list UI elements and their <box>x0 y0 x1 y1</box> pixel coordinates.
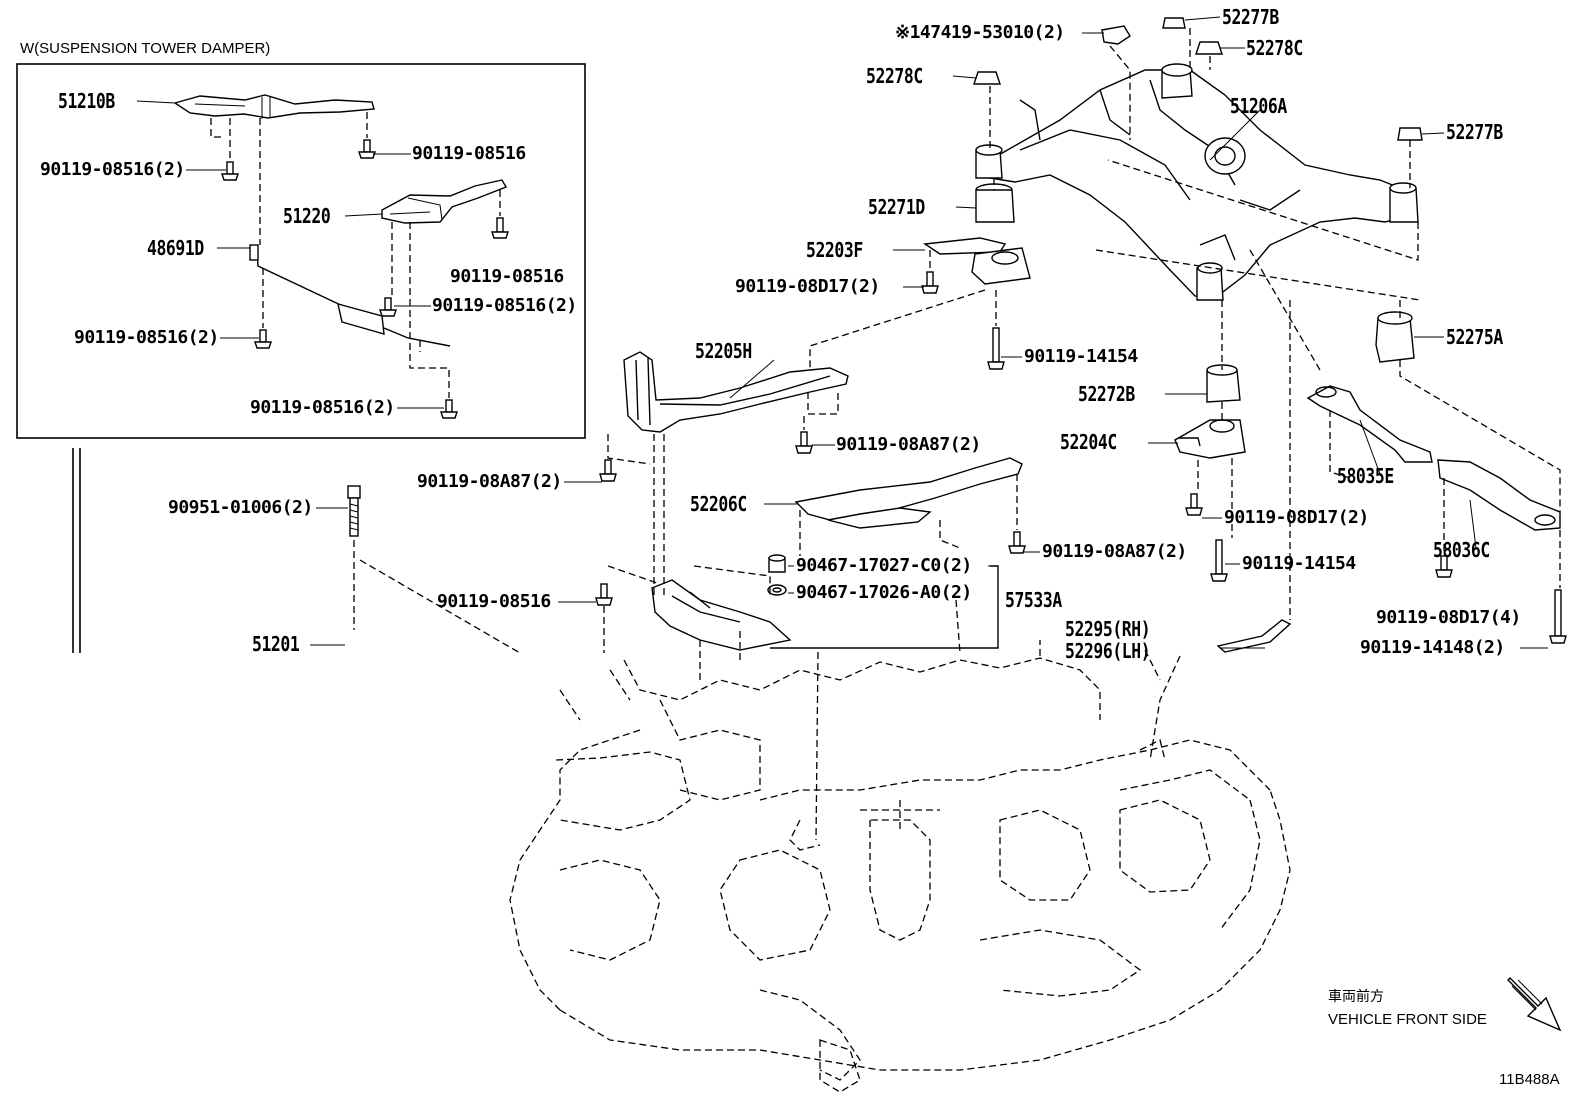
label-90119-08A87-2-c: 90119-08A87(2) <box>1042 541 1187 562</box>
label-51201: 51201 <box>252 632 300 656</box>
engine-outline <box>509 630 1291 1093</box>
label-51206A: 51206A <box>1230 94 1287 118</box>
callout-box-57533A <box>770 565 999 649</box>
arm-58036C <box>1437 459 1561 531</box>
label-52271D: 52271D <box>868 195 925 219</box>
label-57533A: 57533A <box>1005 588 1062 612</box>
label-90119-08516-c: 90119-08516 <box>437 591 551 612</box>
inset-damper-48691D <box>249 244 451 347</box>
spark-plug <box>347 485 361 537</box>
label-90119-08D17-2-b: 90119-08D17(2) <box>1224 507 1369 528</box>
label-90119-08516-2-c: 90119-08516(2) <box>74 327 219 348</box>
bushing-caps <box>973 17 1423 403</box>
mount-52203F <box>923 237 1031 285</box>
inset-bracket-51210B <box>173 94 375 119</box>
inset-frame <box>16 63 586 439</box>
arm-58035E <box>1306 385 1433 463</box>
label-58036C: 58036C <box>1433 538 1490 562</box>
label-52278C-left: 52278C <box>866 64 923 88</box>
vehicle-front-japanese: 車両前方 <box>1328 989 1384 1005</box>
label-90119-14154-b: 90119-14154 <box>1242 553 1356 574</box>
label-48691D: 48691D <box>147 236 204 260</box>
label-52277B-top: 52277B <box>1222 5 1279 29</box>
subframe-51206A <box>975 63 1419 301</box>
label-52204C: 52204C <box>1060 430 1117 454</box>
label-90119-14154-a: 90119-14154 <box>1024 346 1138 367</box>
figure-code: 11B488A <box>1499 1071 1560 1088</box>
bracket-57533A <box>651 579 792 651</box>
label-58035E: 58035E <box>1337 464 1394 488</box>
label-90119-08A87-2-a: 90119-08A87(2) <box>836 434 981 455</box>
label-90119-08516-2-b: 90119-08516(2) <box>432 295 577 316</box>
label-52206C: 52206C <box>690 492 747 516</box>
label-90119-08A87-2-b: 90119-08A87(2) <box>417 471 562 492</box>
main-leaders <box>310 16 1548 649</box>
label-90119-08D17-4: 90119-08D17(4) <box>1376 607 1521 628</box>
label-51210B: 51210B <box>58 89 115 113</box>
label-52295-rh: 52295(RH) <box>1065 617 1151 641</box>
divider-bars <box>72 448 81 653</box>
inset-leaders <box>136 100 444 409</box>
collar-washer <box>767 554 787 596</box>
label-90119-08516-a: 90119-08516 <box>412 143 526 164</box>
label-90467-17027: 90467-17027-C0(2) <box>796 555 972 576</box>
label-90119-08516-b: 90119-08516 <box>450 266 564 287</box>
label-90119-08D17-2-a: 90119-08D17(2) <box>735 276 880 297</box>
inset-guides <box>210 112 501 398</box>
inset-title: W(SUSPENSION TOWER DAMPER) <box>20 40 271 57</box>
label-51220: 51220 <box>283 204 331 228</box>
main-bolts <box>595 271 1567 644</box>
label-90467-17026: 90467-17026-A0(2) <box>796 582 972 603</box>
main-guides <box>353 28 1561 841</box>
label-52205H: 52205H <box>695 339 752 363</box>
label-52272B: 52272B <box>1078 382 1135 406</box>
inset-bracket-51220 <box>381 179 508 224</box>
brace-52205H <box>623 351 849 433</box>
inset-bolts <box>221 139 509 419</box>
label-90119-14148: 90119-14148(2) <box>1360 637 1505 658</box>
label-90951-01006: 90951-01006(2) <box>168 497 313 518</box>
label-147419-53010: ※147419-53010(2) <box>895 22 1065 43</box>
label-52296-lh: 52296(LH) <box>1065 639 1151 663</box>
label-52203F: 52203F <box>806 238 863 262</box>
bracket-52295 <box>1216 619 1292 653</box>
mount-52204C <box>1174 419 1246 459</box>
brace-52206C <box>794 457 1023 529</box>
label-52277B-right: 52277B <box>1446 120 1503 144</box>
label-52278C-right: 52278C <box>1246 36 1303 60</box>
label-52275A: 52275A <box>1446 325 1503 349</box>
vehicle-front-label: VEHICLE FRONT SIDE <box>1328 1011 1487 1028</box>
label-90119-08516-2-d: 90119-08516(2) <box>250 397 395 418</box>
label-90119-08516-2-a: 90119-08516(2) <box>40 159 185 180</box>
vehicle-front-arrow <box>1507 977 1562 1032</box>
